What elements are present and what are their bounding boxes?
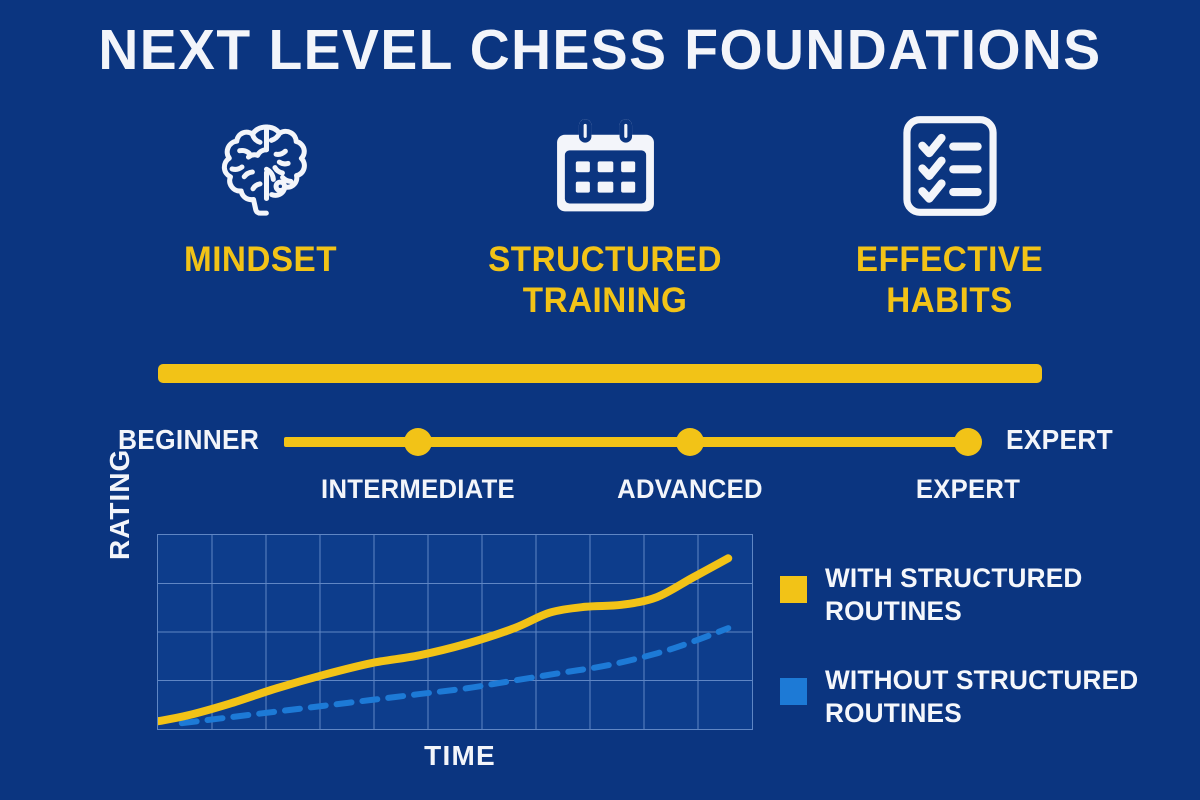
page-title: NEXT LEVEL CHESS FOUNDATIONS — [98, 18, 1102, 82]
calendar-icon — [553, 112, 658, 220]
timeline-end-label: EXPERT — [1006, 424, 1113, 455]
timeline-dot-advanced[interactable] — [676, 428, 704, 456]
growth-chart-svg — [158, 535, 752, 729]
growth-chart-panel — [157, 534, 753, 730]
pillar-label-line-2: HABITS — [886, 280, 1014, 320]
timeline-start-label: BEGINNER — [118, 424, 260, 455]
chart-y-axis-label: RATING — [104, 448, 135, 560]
timeline-track — [284, 437, 974, 447]
chart-legend: WITH STRUCTURED ROUTINES WITHOUT STRUCTU… — [780, 562, 1180, 766]
pillars-row: MINDSET — [110, 112, 1100, 327]
timeline-stage-label-advanced: ADVANCED — [617, 474, 763, 504]
timeline-stage-label-expert: EXPERT — [915, 474, 1021, 504]
legend-label-without-routines: WITHOUT STRUCTURED ROUTINES — [825, 664, 1139, 728]
chart-line-with-routines — [158, 558, 728, 721]
pillar-label-line-2: TRAINING — [522, 280, 688, 320]
timeline-dot-intermediate[interactable] — [404, 428, 432, 456]
pillar-label-mindset: MINDSET — [183, 240, 337, 279]
legend-swatch-yellow — [780, 576, 807, 603]
legend-item-without-routines: WITHOUT STRUCTURED ROUTINES — [780, 664, 1180, 730]
chart-x-axis-label: TIME — [424, 740, 496, 771]
section-divider-bar — [158, 364, 1042, 383]
chart-line-without-routines — [182, 628, 728, 723]
timeline-dot-expert[interactable] — [954, 428, 982, 456]
checklist-icon — [901, 112, 999, 220]
legend-swatch-blue — [780, 677, 807, 705]
brain-icon — [208, 112, 312, 220]
legend-item-with-routines: WITH STRUCTURED ROUTINES — [780, 562, 1180, 628]
chart-series-group — [158, 558, 728, 723]
legend-label-with-routines: WITH STRUCTURED ROUTINES — [825, 563, 1083, 626]
timeline-stage-label-intermediate: INTERMEDIATE — [321, 474, 515, 504]
pillar-label-line-1: STRUCTURED — [488, 240, 722, 279]
pillar-label-line-1: EFFECTIVE — [856, 240, 1044, 279]
pillar-mindset: MINDSET — [110, 112, 410, 281]
